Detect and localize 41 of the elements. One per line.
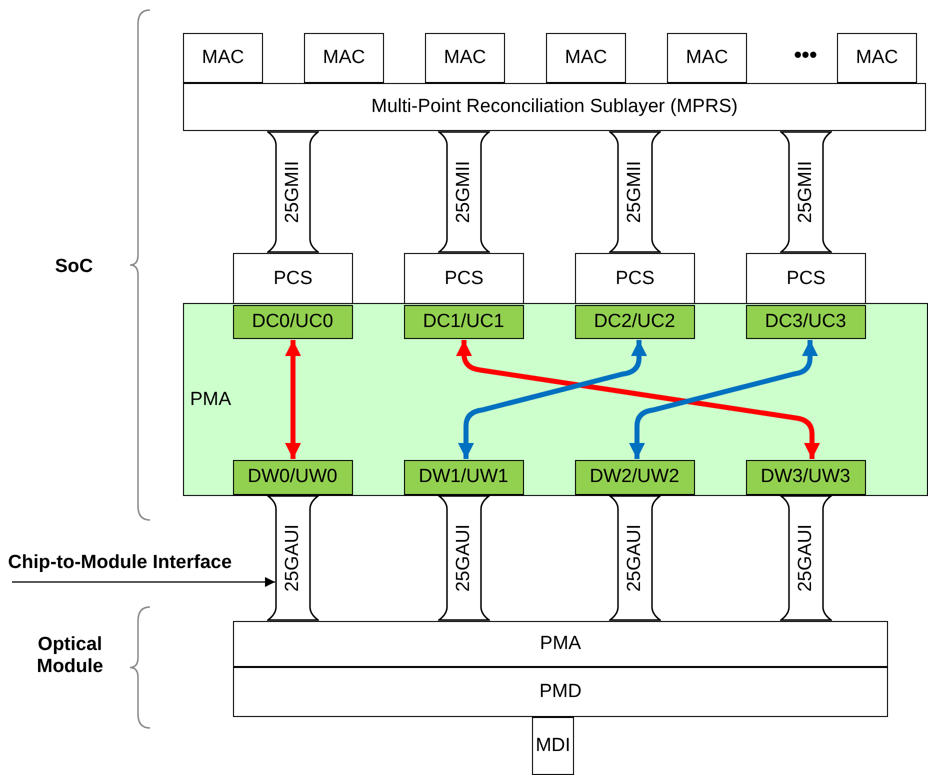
layer-box: Multi-Point Reconciliation Sublayer (MPRS) xyxy=(183,83,926,131)
bus-connector: 25GAUI xyxy=(609,495,661,621)
bus-connector: 25GAUI xyxy=(780,495,832,621)
interface-label: Chip-to-Module Interface xyxy=(8,550,268,576)
arrow xyxy=(458,340,647,459)
layer-box: MAC xyxy=(183,33,263,83)
bus-connector: 25GMII xyxy=(609,131,661,253)
lane-box: DW3/UW3 xyxy=(746,460,866,494)
lane-box: DW1/UW1 xyxy=(404,460,524,494)
group-label: SoC xyxy=(55,256,94,278)
layer-box: PMD xyxy=(233,667,888,717)
lane-box: DW0/UW0 xyxy=(232,460,352,494)
layer-box: PCS xyxy=(233,253,353,305)
layer-box: MAC xyxy=(304,33,384,83)
lane-box: DC2/UC2 xyxy=(574,304,694,338)
layer-box: PMA xyxy=(233,621,888,667)
bus-connector: 25GMII xyxy=(438,131,490,253)
arrow xyxy=(12,577,275,587)
ellipsis-dots: ••• xyxy=(792,42,818,68)
layer-box: PCS xyxy=(746,253,866,305)
arrow xyxy=(456,340,820,459)
lane-box: DW2/UW2 xyxy=(574,460,694,494)
lane-box: DC1/UC1 xyxy=(404,304,524,338)
layer-box: MAC xyxy=(546,33,626,83)
arrow xyxy=(629,340,818,459)
bus-connector: 25GMII xyxy=(267,131,319,253)
layer-box: PCS xyxy=(575,253,695,305)
bus-connector: 25GMII xyxy=(780,131,832,253)
bus-connector: 25GAUI xyxy=(267,495,319,621)
region-title: PMA xyxy=(190,388,232,410)
layer-box: PCS xyxy=(404,253,524,305)
layer-box: MDI xyxy=(532,717,574,775)
bus-connector: 25GAUI xyxy=(438,495,490,621)
layer-box: MAC xyxy=(425,33,505,83)
layer-box: MAC xyxy=(667,33,747,83)
lane-box: DC0/UC0 xyxy=(232,304,352,338)
layer-box: MAC xyxy=(837,33,917,83)
arrow xyxy=(285,340,301,459)
group-label: Optical Module xyxy=(36,634,104,678)
lane-box: DC3/UC3 xyxy=(746,304,866,338)
pma-region xyxy=(183,303,928,496)
